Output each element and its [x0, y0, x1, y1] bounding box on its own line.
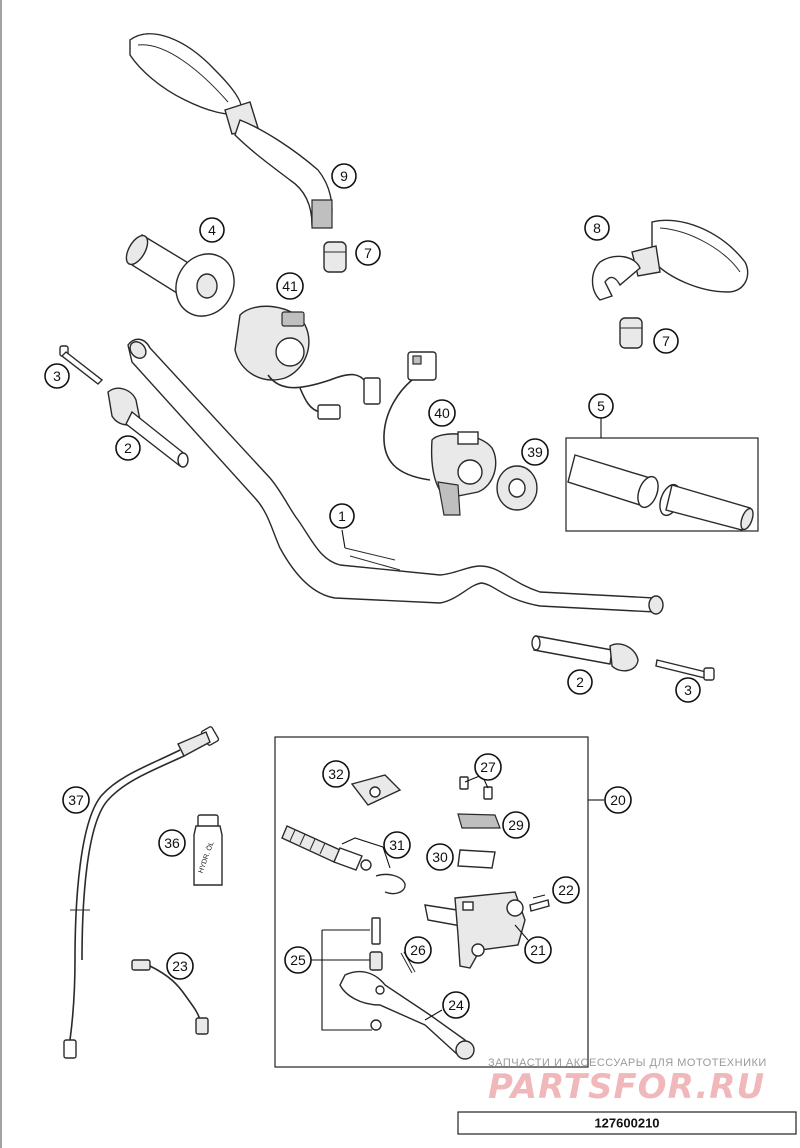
callout-21: 21: [524, 936, 552, 964]
svg-text:20: 20: [610, 792, 626, 808]
callouts: 1 2 2 3 3 4 5 7 7 8 9 20 21 22 23 24 25 …: [44, 163, 701, 1019]
svg-text:7: 7: [364, 245, 372, 261]
drawing-number-box: 127600210: [457, 1111, 797, 1135]
svg-text:5: 5: [597, 398, 605, 414]
mirror-left: [129, 33, 333, 229]
svg-text:40: 40: [434, 405, 450, 421]
svg-text:3: 3: [684, 682, 692, 698]
svg-text:2: 2: [576, 674, 584, 690]
callout-5: 5: [588, 393, 614, 419]
leader-lines: [300, 416, 604, 1031]
cover-screws: [459, 776, 493, 800]
svg-text:25: 25: [290, 952, 306, 968]
hydraulic-oil-bottle: HYDR. ÖL: [193, 814, 223, 886]
svg-text:32: 32: [328, 766, 344, 782]
svg-text:39: 39: [527, 444, 543, 460]
lever-adjust-screw: [529, 899, 550, 912]
callout-2-left: 2: [115, 435, 141, 461]
svg-text:9: 9: [340, 168, 348, 184]
svg-text:30: 30: [432, 849, 448, 865]
clutch-switch-cable: [131, 959, 209, 1035]
callout-22: 22: [552, 876, 580, 904]
callout-40: 40: [428, 399, 456, 427]
reservoir-gasket: [457, 849, 496, 869]
callout-3-left: 3: [44, 363, 70, 389]
mirror-adapter-upper: [323, 241, 347, 273]
master-cylinder-body: [424, 891, 526, 969]
callout-30: 30: [426, 843, 454, 871]
clutch-lever: [339, 970, 475, 1060]
svg-text:27: 27: [480, 759, 496, 775]
svg-text:41: 41: [282, 278, 298, 294]
piston-kit: [281, 825, 406, 895]
callout-4: 4: [199, 217, 225, 243]
master-cylinder-box: [274, 736, 589, 1068]
screw-right: [655, 659, 715, 681]
svg-text:37: 37: [68, 792, 84, 808]
bar-end-left: [107, 387, 189, 468]
svg-text:31: 31: [389, 837, 405, 853]
callout-29: 29: [502, 811, 530, 839]
bar-end-right: [531, 635, 639, 672]
svg-text:29: 29: [508, 817, 524, 833]
reservoir-cover: [457, 813, 501, 829]
callout-27: 27: [474, 753, 502, 781]
switch-right: [383, 351, 497, 516]
svg-text:2: 2: [124, 440, 132, 456]
callout-37: 37: [62, 786, 90, 814]
reservoir-cap: [350, 774, 402, 806]
svg-text:3: 3: [53, 368, 61, 384]
svg-text:22: 22: [558, 882, 574, 898]
svg-text:24: 24: [448, 997, 464, 1013]
callout-41: 41: [276, 272, 304, 300]
callout-36: 36: [158, 829, 186, 857]
callout-23: 23: [166, 952, 194, 980]
watermark-tagline: ЗАПЧАСТИ И АКСЕССУАРЫ ДЛЯ МОТОТЕХНИКИ: [488, 1057, 767, 1069]
clutch-hose: [63, 726, 220, 1059]
switch-left: [234, 305, 381, 420]
svg-text:21: 21: [530, 942, 546, 958]
callout-20: 20: [604, 786, 632, 814]
svg-text:7: 7: [662, 333, 670, 349]
callout-3-right: 3: [675, 677, 701, 703]
callout-7-upper: 7: [355, 240, 381, 266]
grip-left: [125, 233, 235, 317]
callout-32: 32: [322, 760, 350, 788]
callout-31: 31: [383, 831, 411, 859]
handlebar: [127, 338, 664, 615]
svg-text:1: 1: [338, 508, 346, 524]
callout-1: 1: [329, 503, 355, 529]
svg-text:4: 4: [208, 222, 216, 238]
callout-7-lower: 7: [653, 328, 679, 354]
callout-9: 9: [331, 163, 357, 189]
callout-25: 25: [284, 946, 312, 974]
callout-26: 26: [404, 936, 432, 964]
grip-set: [565, 437, 759, 532]
mirror-adapter-lower: [619, 317, 643, 349]
svg-text:36: 36: [164, 835, 180, 851]
watermark-logo: PARTSFOR.RU: [488, 1067, 765, 1107]
screw-left: [59, 345, 104, 385]
callout-2-right: 2: [567, 669, 593, 695]
lever-pivot-pin: [369, 917, 383, 1031]
mirror-right: [591, 219, 749, 301]
callout-24: 24: [442, 991, 470, 1019]
callout-39: 39: [521, 438, 549, 466]
drawing-number: 127600210: [594, 1116, 659, 1131]
svg-text:26: 26: [410, 942, 426, 958]
svg-text:23: 23: [172, 958, 188, 974]
watermark: ЗАПЧАСТИ И АКСЕССУАРЫ ДЛЯ МОТОТЕХНИКИ PA…: [488, 1057, 767, 1107]
callout-8: 8: [584, 215, 610, 241]
svg-text:8: 8: [593, 220, 601, 236]
spacer-ring: [496, 465, 538, 511]
